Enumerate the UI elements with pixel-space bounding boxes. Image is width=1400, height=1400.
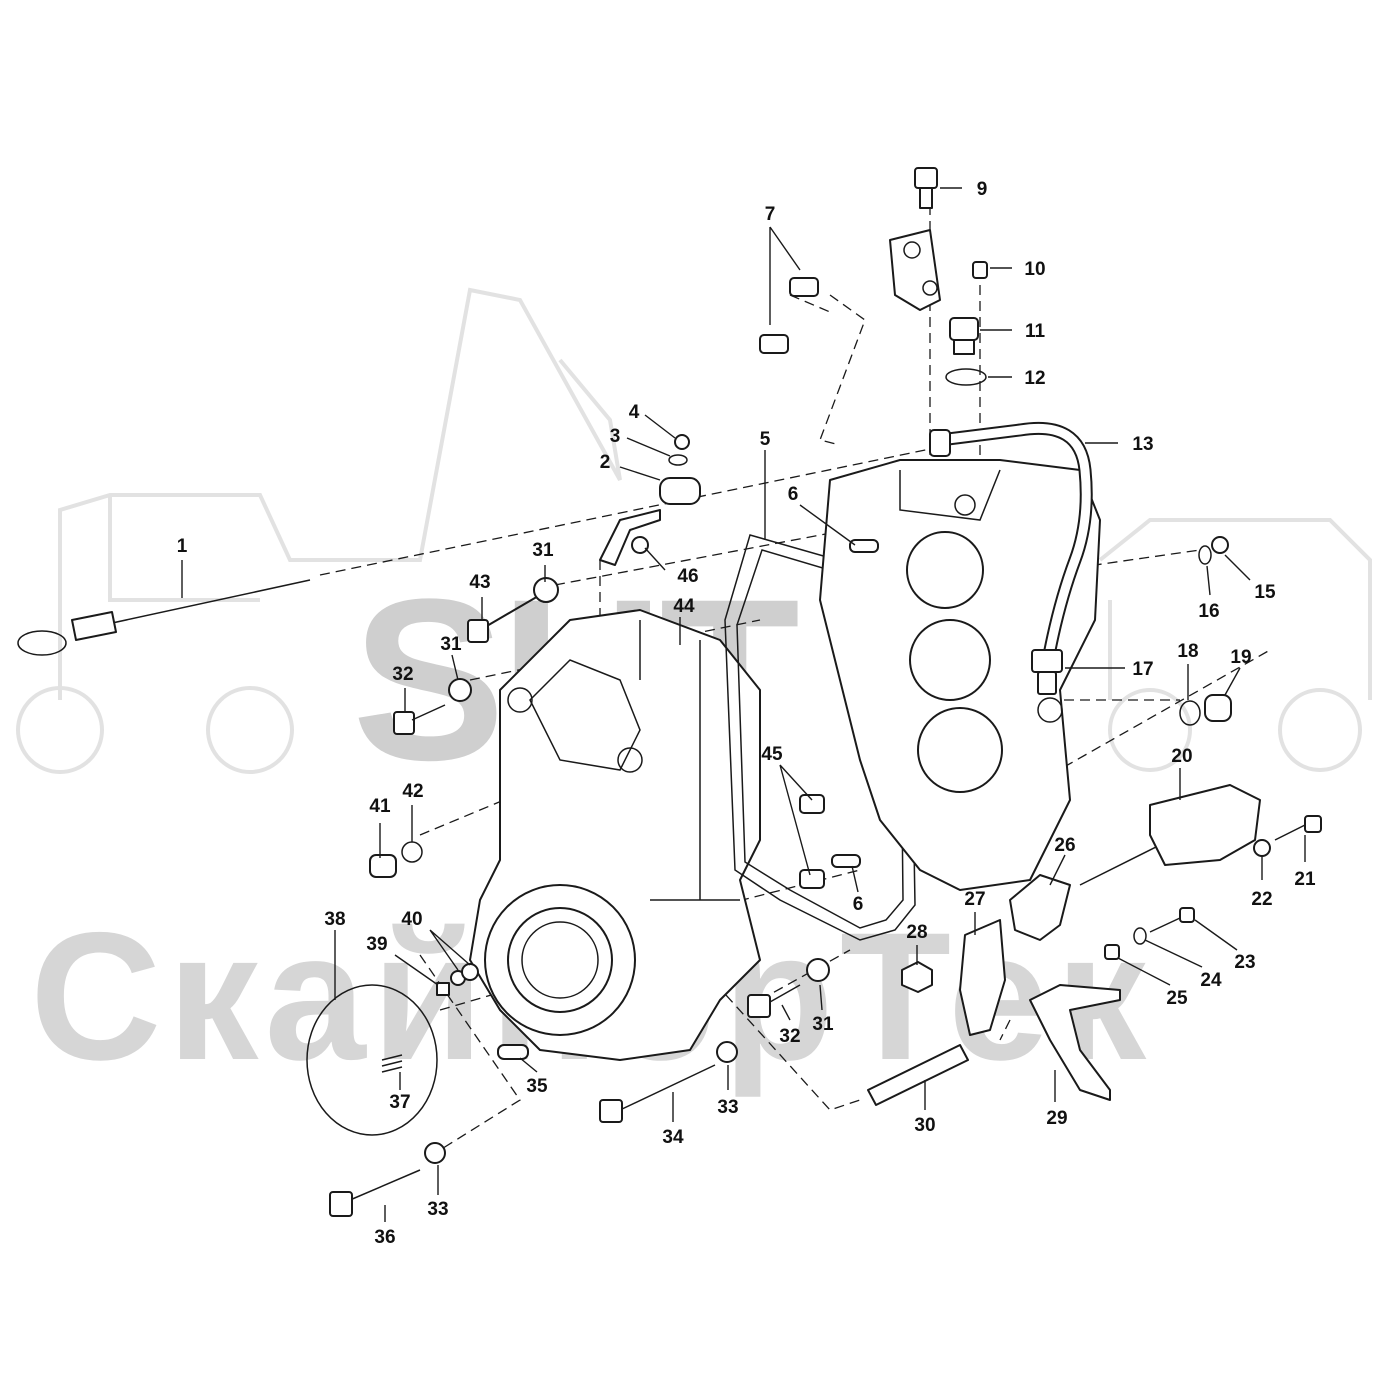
callout-7: 7 xyxy=(765,204,776,225)
callout-20: 20 xyxy=(1171,746,1192,767)
callout-1: 1 xyxy=(177,536,188,557)
callout-43: 43 xyxy=(469,572,490,593)
callout-6-top: 6 xyxy=(788,484,799,505)
callout-3: 3 xyxy=(610,426,621,447)
callout-22: 22 xyxy=(1251,889,1272,910)
callout-33-right: 33 xyxy=(717,1097,738,1118)
callout-33-left: 33 xyxy=(427,1199,448,1220)
callout-35: 35 xyxy=(526,1076,548,1097)
callout-2: 2 xyxy=(600,452,611,473)
callout-19: 19 xyxy=(1230,647,1251,668)
callout-15: 15 xyxy=(1254,582,1276,603)
assembly-lines xyxy=(319,205,1271,1151)
callout-31-top: 31 xyxy=(532,540,554,561)
watermark-machine-outline xyxy=(16,287,1372,774)
callout-13: 13 xyxy=(1132,434,1153,455)
callout-11: 11 xyxy=(1025,321,1046,342)
callout-16: 16 xyxy=(1198,601,1219,622)
callout-39: 39 xyxy=(366,934,387,955)
callout-24: 24 xyxy=(1200,970,1222,991)
callout-44: 44 xyxy=(673,596,695,617)
callout-41: 41 xyxy=(369,796,391,817)
callout-10: 10 xyxy=(1024,259,1045,280)
callout-27: 27 xyxy=(964,889,985,910)
callout-31-bottom: 31 xyxy=(812,1014,834,1035)
oil-pipe xyxy=(929,421,1093,695)
callout-42: 42 xyxy=(402,781,423,802)
callout-46: 46 xyxy=(677,566,698,587)
callout-26: 26 xyxy=(1054,835,1075,856)
callout-18: 18 xyxy=(1177,641,1198,662)
callout-32-bottom: 32 xyxy=(779,1026,800,1047)
callout-21: 21 xyxy=(1294,869,1316,890)
callout-29: 29 xyxy=(1046,1108,1067,1129)
callout-5: 5 xyxy=(760,429,771,450)
callout-32-top: 32 xyxy=(392,664,413,685)
callout-25: 25 xyxy=(1166,988,1188,1009)
callout-45: 45 xyxy=(761,744,783,765)
callout-37: 37 xyxy=(389,1092,410,1113)
callout-23: 23 xyxy=(1234,952,1255,973)
callout-38: 38 xyxy=(324,909,345,930)
callout-34: 34 xyxy=(662,1127,684,1148)
callout-17: 17 xyxy=(1132,659,1153,680)
callout-40: 40 xyxy=(401,909,422,930)
callout-36: 36 xyxy=(374,1227,395,1248)
callout-6-bottom: 6 xyxy=(853,894,864,915)
callout-4: 4 xyxy=(629,402,640,423)
callout-30: 30 xyxy=(914,1115,935,1136)
front-case xyxy=(819,459,1101,891)
small-parts xyxy=(17,167,1322,1217)
leader-lines xyxy=(181,187,1306,1222)
callout-12: 12 xyxy=(1024,368,1045,389)
callout-labels: 1 2 3 4 5 6 6 7 9 10 11 12 13 15 16 17 1… xyxy=(177,179,1316,1248)
callout-31-mid: 31 xyxy=(440,634,462,655)
transmission-housing xyxy=(469,609,761,1061)
callout-9: 9 xyxy=(977,179,988,200)
top-bracket xyxy=(889,229,941,311)
callout-28: 28 xyxy=(906,922,927,943)
